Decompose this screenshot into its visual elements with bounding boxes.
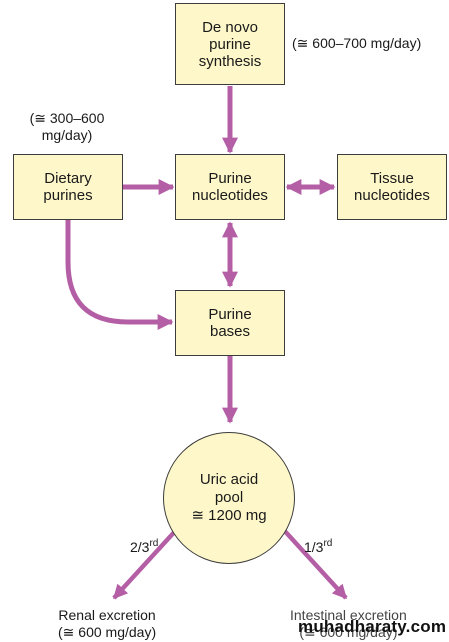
intestinal-fraction-sup: rd <box>323 538 333 549</box>
de-novo-synthesis-box: De novo purine synthesis <box>175 3 285 85</box>
nucleotides-label-line2: nucleotides <box>192 187 268 204</box>
intestinal-fraction-label: 1/3rd <box>304 537 332 554</box>
renal-fraction-label: 2/3rd <box>130 537 158 554</box>
de-novo-rate-note: (≅ 600–700 mg/day) <box>292 35 421 52</box>
tissue-label-line1: Tissue <box>370 170 414 187</box>
intestinal-fraction-num: 1/3 <box>304 539 324 555</box>
intestinal-line2: (≅ 600 mg/day) <box>299 624 398 640</box>
renal-excretion-label: Renal excretion (≅ 600 mg/day) <box>58 607 156 641</box>
dietary-purines-box: Dietary purines <box>13 154 123 220</box>
renal-line2: (≅ 600 mg/day) <box>58 624 157 640</box>
site-watermark: muhadharaty.com <box>298 617 447 636</box>
de-novo-label-line2: purine <box>209 35 251 53</box>
purine-nucleotides-box: Purine nucleotides <box>175 154 285 220</box>
pool-label-line2: pool <box>214 489 244 506</box>
uric-acid-pool-circle: Uric acid pool ≅ 1200 mg <box>163 432 295 564</box>
tissue-nucleotides-box: Tissue nucleotides <box>337 154 447 220</box>
purine-bases-box: Purine bases <box>175 290 285 356</box>
dietary-label-line1: Dietary <box>44 170 92 187</box>
intestinal-line1: Intestinal excretion <box>290 607 407 623</box>
arrow-dietary-to-bases <box>65 220 174 331</box>
dietary-rate-note: (≅ 300–600 mg/day) <box>24 110 110 144</box>
tissue-label-line2: nucleotides <box>354 187 430 204</box>
arrow-pool-to-renal <box>112 526 180 600</box>
bases-label-line2: bases <box>209 323 251 340</box>
de-novo-label-line1: De novo <box>202 18 258 36</box>
dietary-rate-line2: mg/day) <box>41 127 93 143</box>
bases-label-line1: Purine <box>208 306 252 323</box>
renal-fraction-sup: rd <box>149 538 159 549</box>
renal-line1: Renal excretion <box>58 607 156 623</box>
nucleotides-label-line1: Purine <box>208 170 252 187</box>
pool-label-line1: Uric acid <box>199 471 259 488</box>
de-novo-label-line3: synthesis <box>198 52 262 70</box>
arrow-pool-to-intestinal <box>280 526 348 600</box>
de-novo-rate-text: (≅ 600–700 mg/day) <box>292 35 422 51</box>
renal-fraction-num: 2/3 <box>130 539 150 555</box>
dietary-label-line2: purines <box>43 187 93 204</box>
dietary-rate-line1: (≅ 300–600 <box>29 110 105 126</box>
pool-label-line3: ≅ 1200 mg <box>191 507 267 524</box>
intestinal-excretion-label: Intestinal excretion (≅ 600 mg/day) <box>290 607 407 641</box>
